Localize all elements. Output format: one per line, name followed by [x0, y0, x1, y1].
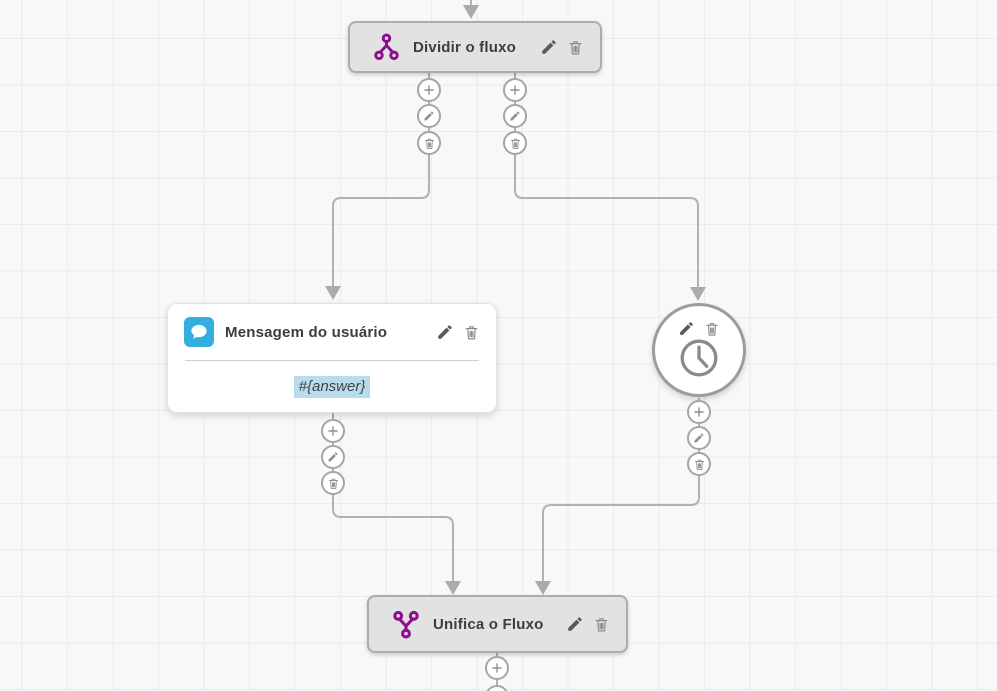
delete-node-button[interactable] — [463, 324, 480, 341]
arrowhead-merge-left — [445, 581, 461, 595]
node-merge-flow[interactable]: Unifica o Fluxo — [367, 595, 628, 653]
user-message-body: #{answer} — [168, 361, 496, 413]
pencil-icon — [540, 38, 558, 56]
edit-node-button[interactable] — [678, 320, 695, 337]
plus-icon — [508, 83, 522, 97]
delete-node-button[interactable] — [567, 39, 584, 56]
wire-timer-to-merge — [542, 476, 700, 582]
edit-node-button[interactable] — [566, 615, 584, 633]
plus-icon — [490, 661, 504, 675]
edit-connection-button[interactable] — [687, 426, 711, 450]
pencil-icon — [327, 451, 339, 463]
arrowhead-merge-right — [535, 581, 551, 595]
node-split-title: Dividir o fluxo — [413, 38, 517, 56]
node-user-message[interactable]: Mensagem do usuário #{answer} — [167, 303, 497, 413]
arrowhead-timer — [690, 287, 706, 301]
node-user-message-title: Mensagem do usuário — [225, 323, 388, 341]
arrowhead-message — [325, 286, 341, 300]
plus-icon — [326, 424, 340, 438]
edit-node-button[interactable] — [540, 38, 558, 56]
chat-bubble-icon — [184, 317, 214, 347]
divider — [185, 360, 479, 361]
add-step-button[interactable] — [321, 419, 345, 443]
wire-split-to-timer — [514, 155, 699, 288]
node-split-flow[interactable]: Dividir o fluxo — [348, 21, 602, 73]
edit-connection-button[interactable] — [485, 685, 509, 691]
variable-chip: #{answer} — [293, 376, 371, 398]
delete-connection-button[interactable] — [503, 131, 527, 155]
delete-node-button[interactable] — [593, 616, 610, 633]
node-timer[interactable] — [652, 303, 746, 397]
arrowhead-incoming — [463, 5, 479, 19]
trash-icon — [693, 458, 706, 471]
trash-icon — [423, 137, 436, 150]
plus-icon — [692, 405, 706, 419]
add-step-button[interactable] — [485, 656, 509, 680]
split-flow-icon — [374, 33, 399, 61]
plus-icon — [422, 83, 436, 97]
trash-icon — [704, 321, 720, 337]
add-step-button[interactable] — [417, 78, 441, 102]
delete-node-button[interactable] — [704, 320, 720, 337]
edit-connection-button[interactable] — [417, 104, 441, 128]
trash-icon — [593, 616, 610, 633]
clock-icon — [678, 337, 720, 379]
trash-icon — [509, 137, 522, 150]
edit-node-button[interactable] — [436, 323, 454, 341]
wire-split-to-message — [332, 155, 430, 287]
pencil-icon — [566, 615, 584, 633]
node-merge-title: Unifica o Fluxo — [433, 615, 544, 633]
delete-connection-button[interactable] — [687, 452, 711, 476]
add-step-button[interactable] — [687, 400, 711, 424]
pencil-icon — [678, 320, 695, 337]
pencil-icon — [436, 323, 454, 341]
delete-connection-button[interactable] — [321, 471, 345, 495]
pencil-icon — [693, 432, 705, 444]
wire-message-to-merge — [332, 495, 454, 582]
edit-connection-button[interactable] — [321, 445, 345, 469]
pencil-icon — [423, 110, 435, 122]
add-step-button[interactable] — [503, 78, 527, 102]
trash-icon — [463, 324, 480, 341]
merge-flow-icon — [393, 610, 419, 639]
edit-connection-button[interactable] — [503, 104, 527, 128]
delete-connection-button[interactable] — [417, 131, 441, 155]
pencil-icon — [509, 110, 521, 122]
user-message-header: Mensagem do usuário — [168, 304, 496, 360]
trash-icon — [567, 39, 584, 56]
trash-icon — [327, 477, 340, 490]
